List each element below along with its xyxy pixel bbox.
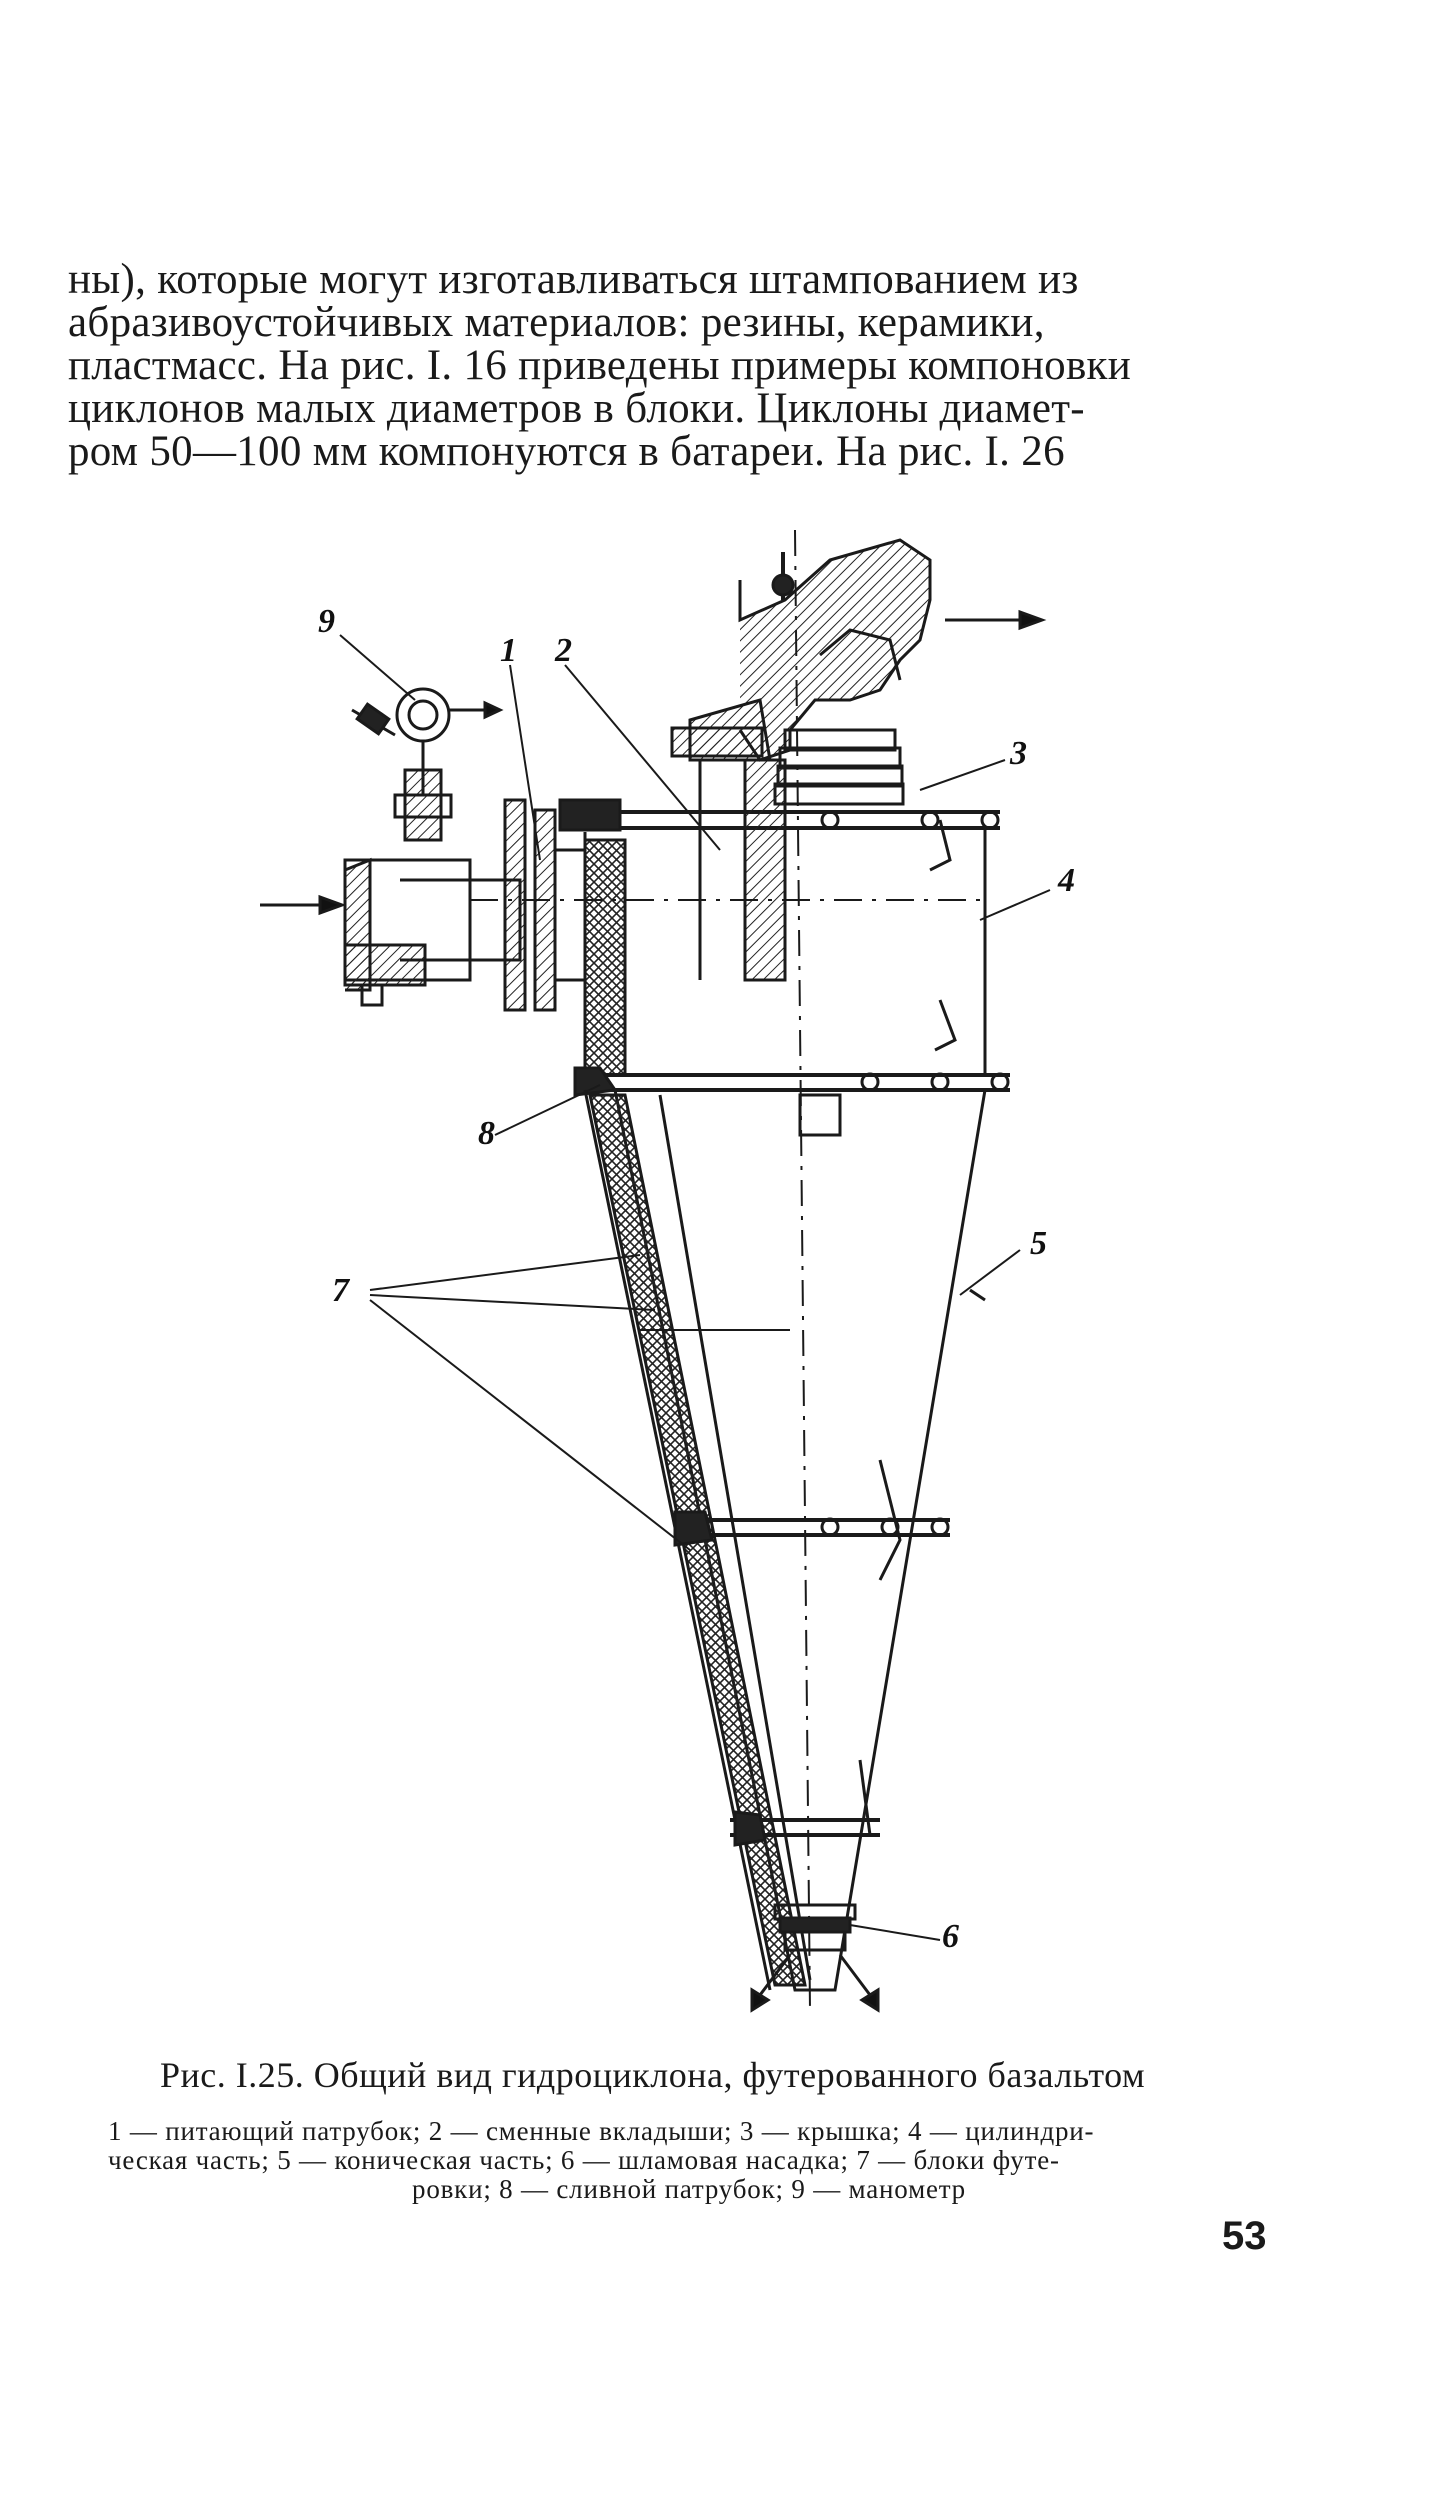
body-line: ны), которые могут изготавливаться штамп… bbox=[68, 256, 1079, 303]
body-line: циклонов малых диаметров в блоки. Циклон… bbox=[68, 385, 1085, 432]
callout-9: 9 bbox=[318, 603, 335, 640]
body-line: пластмасс. На рис. I. 16 приведены приме… bbox=[68, 342, 1132, 389]
callout-3: 3 bbox=[1010, 735, 1027, 772]
callout-7: 7 bbox=[332, 1272, 349, 1309]
callout-2: 2 bbox=[555, 632, 572, 669]
body-line: абразивоустойчивых материалов: резины, к… bbox=[68, 299, 1045, 346]
figure-legend: 1 — питающий патрубок; 2 — сменные вклад… bbox=[108, 2117, 1270, 2204]
body-paragraph: ны), которые могут изготавливаться штамп… bbox=[68, 258, 1236, 473]
page-number: 53 bbox=[1222, 2214, 1267, 2258]
legend-line: 1 — питающий патрубок; 2 — сменные вклад… bbox=[108, 2116, 1095, 2146]
callout-6: 6 bbox=[942, 1918, 959, 1955]
callout-8: 8 bbox=[478, 1115, 495, 1152]
callout-5: 5 bbox=[1030, 1225, 1047, 1262]
legend-line: ровки; 8 — сливной патрубок; 9 — маномет… bbox=[412, 2174, 966, 2204]
callout-1: 1 bbox=[500, 632, 517, 669]
legend-line: ческая часть; 5 — коническая часть; 6 — … bbox=[108, 2145, 1060, 2175]
figure-caption-title: Рис. I.25. Общий вид гидроциклона, футер… bbox=[160, 2055, 1146, 2095]
callout-4: 4 bbox=[1058, 862, 1075, 899]
body-line: ром 50—100 мм компонуются в батареи. На … bbox=[68, 428, 1065, 475]
